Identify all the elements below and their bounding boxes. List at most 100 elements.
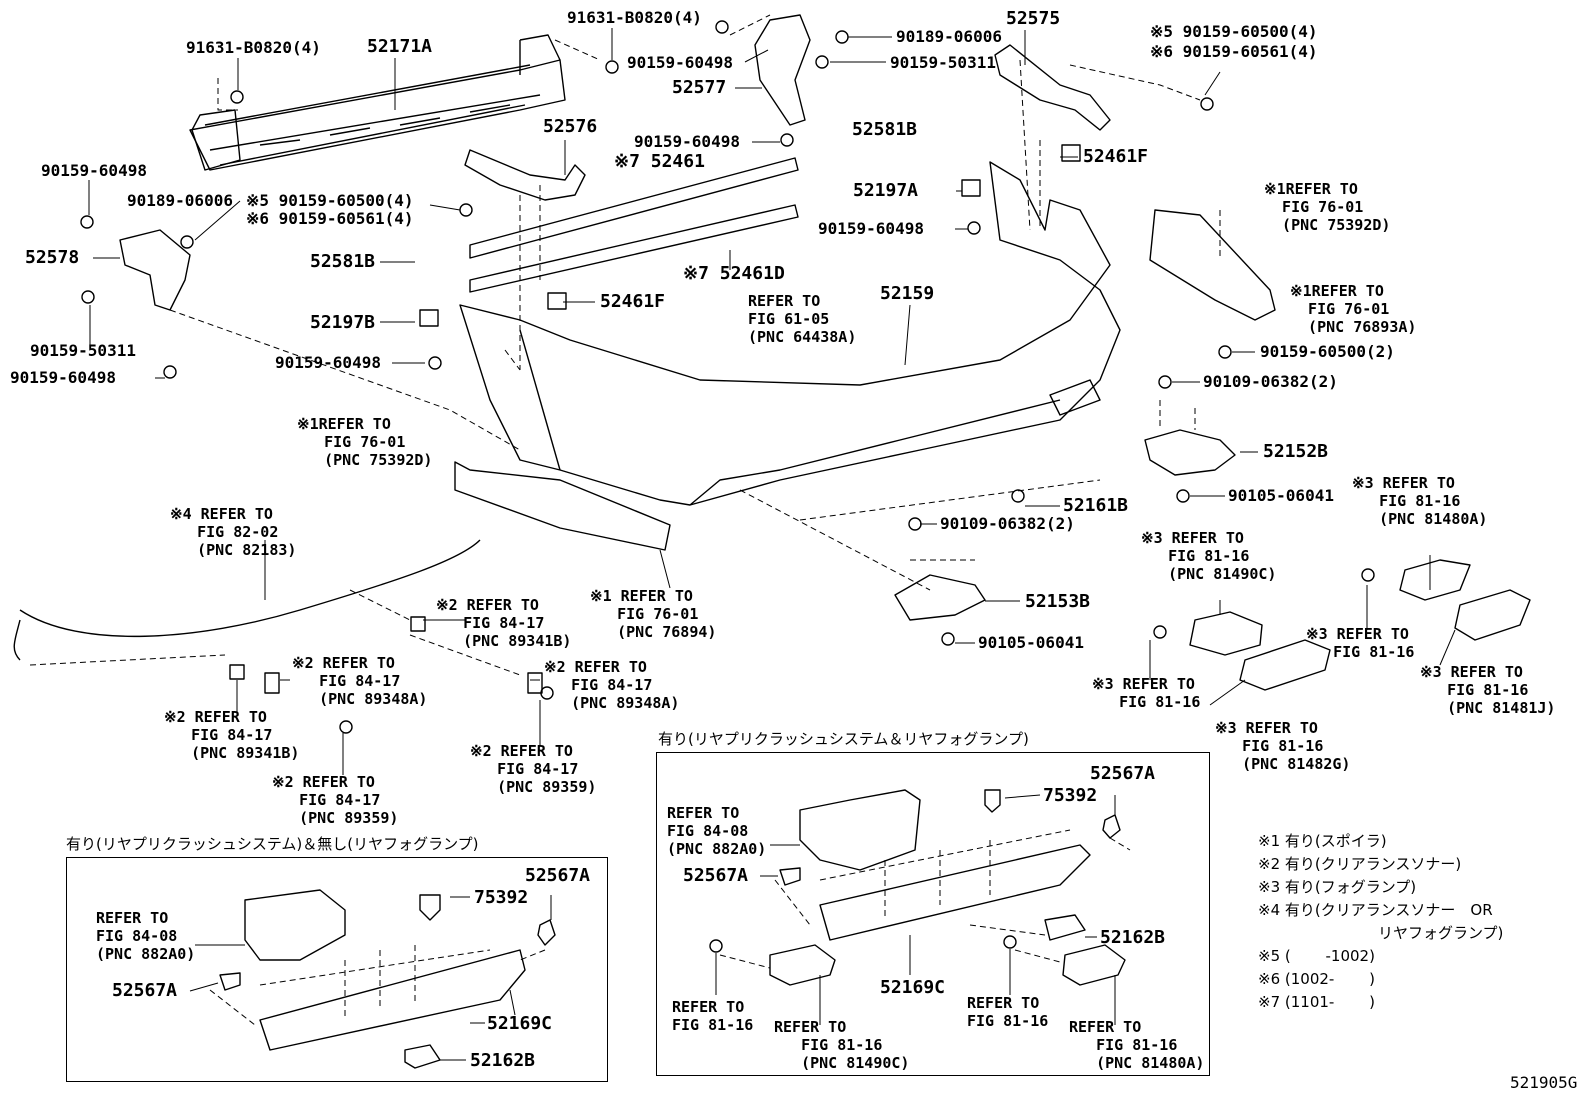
reference-note: REFER TO FIG 84-08 (PNC 882A0) — [96, 909, 196, 963]
fasteners — [80, 20, 1375, 734]
part-label: ※5 90159-60500(4) — [1150, 22, 1318, 41]
part-label: 52162B — [1100, 927, 1166, 948]
part-label: 52161B — [1063, 495, 1129, 516]
part-label: 90159-50311 — [30, 341, 136, 360]
part-label: 90109-06382(2) — [1203, 372, 1338, 391]
part-label: 90159-50311 — [890, 53, 996, 72]
legend-note: ※7 (1101- ) — [1258, 993, 1375, 1011]
part-label: 52567A — [525, 865, 591, 886]
reference-note: ※1 REFER TO FIG 76-01 (PNC 76894) — [590, 587, 717, 641]
part-label: 91631-B0820(4) — [567, 8, 702, 27]
part-label: 52152B — [1263, 441, 1329, 462]
legend-note: ※6 (1002- ) — [1258, 970, 1375, 988]
part-label: ※6 90159-60561(4) — [246, 209, 414, 228]
reference-note: ※3 REFER TO FIG 81-16 (PNC 81480A) — [1352, 474, 1488, 528]
reference-note: REFER TO FIG 81-16 (PNC 81490C) — [774, 1018, 910, 1072]
inset-box-left — [66, 857, 608, 1082]
part-label: 52197A — [853, 180, 919, 201]
strip-52461 — [469, 157, 799, 259]
inset-right-title: 有り(リヤプリクラッシュシステム＆リヤフォグランプ) — [658, 730, 1029, 748]
reinforcement-beam — [189, 34, 566, 171]
reference-note: ※2 REFER TO FIG 84-17 (PNC 89359) — [272, 773, 399, 827]
part-label: 90105-06041 — [978, 633, 1084, 652]
part-label: 52581B — [310, 251, 376, 272]
lower-spoiler — [454, 461, 671, 551]
part-label: 52575 — [1006, 8, 1061, 29]
bracket-52578 — [119, 229, 191, 311]
strip-52461d — [469, 204, 799, 293]
part-label: 90159-60498 — [818, 219, 924, 238]
reference-note: REFER TO FIG 81-16 — [672, 998, 754, 1034]
reference-note: ※1REFER TO FIG 76-01 (PNC 75392D) — [297, 415, 433, 469]
part-label: 90105-06041 — [1228, 486, 1334, 505]
fog-lamp-c — [1399, 559, 1471, 601]
part-label: 52461F — [600, 291, 666, 312]
reference-note: ※2 REFER TO FIG 84-17 (PNC 89341B) — [164, 708, 300, 762]
legend-note: ※1 有り(スポイラ) — [1258, 832, 1387, 850]
inset-right-dashed — [719, 829, 1131, 969]
exhaust-finisher-52153b — [894, 574, 986, 621]
part-label: 52581B — [852, 119, 918, 140]
reference-note: ※1REFER TO FIG 76-01 (PNC 75392D) — [1264, 180, 1391, 234]
reference-note: ※2 REFER TO FIG 84-17 (PNC 89348A) — [544, 658, 680, 712]
part-label: 90159-60498 — [275, 353, 381, 372]
exhaust-finisher-52152b — [1144, 429, 1236, 476]
inset-right-parts — [709, 789, 1126, 986]
legend-notes: ※1 有り(スポイラ) ※2 有り(クリアランスソナー) ※3 有り(フォグラン… — [1258, 834, 1503, 1018]
part-label: 52159 — [880, 283, 935, 304]
reference-note: ※2 REFER TO FIG 84-17 (PNC 89359) — [470, 742, 597, 796]
part-label: ※5 90159-60500(4) — [246, 191, 414, 210]
part-label: 52197B — [310, 312, 376, 333]
bracket-52577 — [754, 14, 811, 126]
inset-left-dashed — [209, 945, 546, 1026]
legend-note: ※3 有り(フォグランプ) — [1258, 878, 1417, 896]
wire-harness — [13, 539, 481, 661]
reference-note: REFER TO FIG 84-08 (PNC 882A0) — [667, 804, 767, 858]
side-spoiler — [1149, 209, 1276, 321]
reference-note: ※3 REFER TO FIG 81-16 (PNC 81482G) — [1215, 719, 1351, 773]
inset-box-right — [656, 752, 1210, 1076]
part-label: 52169C — [487, 1013, 553, 1034]
part-label: ※6 90159-60561(4) — [1150, 42, 1318, 61]
fog-lamp-a — [1189, 611, 1263, 656]
part-label: 52567A — [683, 865, 749, 886]
part-label: 91631-B0820(4) — [186, 38, 321, 57]
reference-note: REFER TO FIG 81-16 — [967, 994, 1049, 1030]
fog-lamp-d — [1454, 589, 1531, 641]
reference-note: ※2 REFER TO FIG 84-17 (PNC 89341B) — [436, 596, 572, 650]
part-label: 75392 — [474, 887, 529, 908]
legend-note: ※2 有り(クリアランスソナー) — [1258, 855, 1462, 873]
leader-lines — [88, 28, 1456, 775]
part-label: 52461F — [1083, 146, 1149, 167]
part-label: 52162B — [470, 1050, 536, 1071]
reference-note: ※4 REFER TO FIG 82-02 (PNC 82183) — [170, 505, 297, 559]
part-label: 90159-60498 — [627, 53, 733, 72]
part-label: 75392 — [1043, 785, 1098, 806]
inset-leader-lines — [189, 794, 1116, 1061]
reference-note: ※3 REFER TO FIG 81-16 — [1306, 625, 1415, 661]
part-label: 52567A — [1090, 763, 1156, 784]
reference-note: REFER TO FIG 81-16 (PNC 81480A) — [1069, 1018, 1205, 1072]
bumper-cover — [459, 161, 1121, 506]
part-label: 90159-60498 — [41, 161, 147, 180]
retainer-52576 — [464, 149, 586, 201]
part-label: 52576 — [543, 116, 598, 137]
part-label: 90189-06006 — [896, 27, 1002, 46]
part-label: 90159-60500(2) — [1260, 342, 1395, 361]
part-label: 52153B — [1025, 591, 1091, 612]
reference-note: ※2 REFER TO FIG 84-17 (PNC 89348A) — [292, 654, 428, 708]
reference-note: REFER TO FIG 61-05 (PNC 64438A) — [748, 292, 857, 346]
dashed-assembly-lines — [29, 14, 1221, 676]
part-label: 52567A — [112, 980, 178, 1001]
diagram-code: 521905G — [1510, 1073, 1578, 1092]
inset-left-title: 有り(リヤプリクラッシュシステム)＆無し(リヤフォグランプ) — [66, 835, 479, 853]
part-label: 52577 — [672, 77, 727, 98]
reference-note: ※3 REFER TO FIG 81-16 (PNC 81490C) — [1141, 529, 1277, 583]
part-label: 90109-06382(2) — [940, 514, 1075, 533]
legend-note: リヤフォグランプ) — [1258, 924, 1504, 942]
bracket-52575 — [994, 44, 1111, 131]
part-label: 52578 — [25, 247, 80, 268]
part-label: ※7 52461 — [614, 151, 705, 172]
